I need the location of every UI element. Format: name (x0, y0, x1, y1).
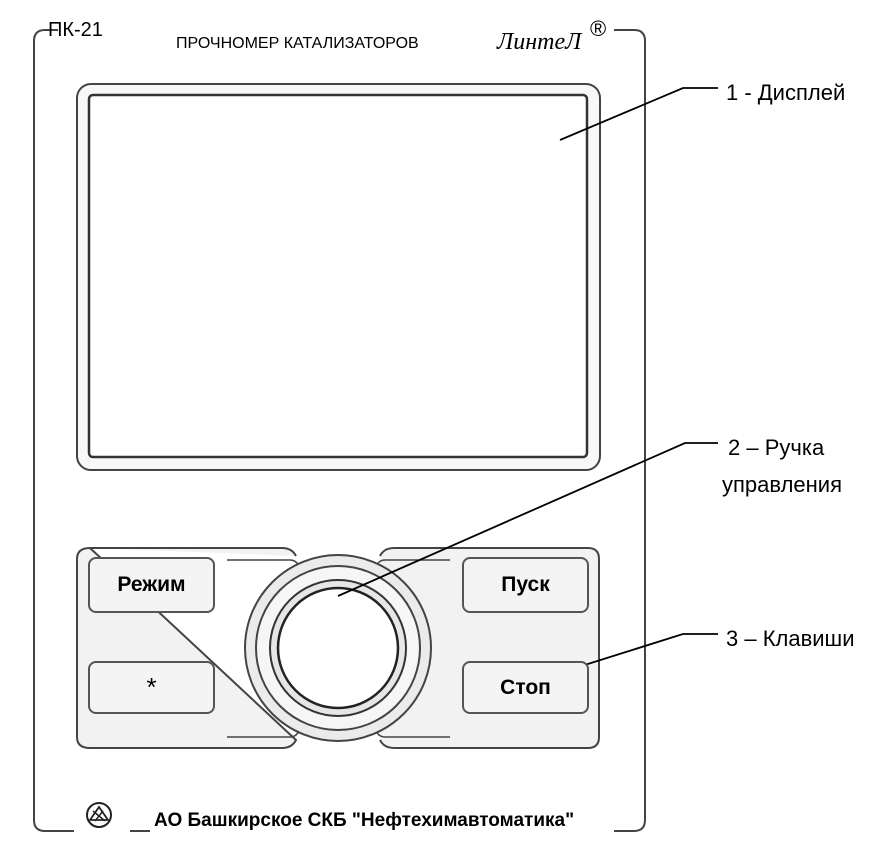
panel-frame (33, 29, 646, 832)
manufacturer-logo-icon (86, 802, 112, 828)
start-button[interactable]: Пуск (462, 557, 589, 613)
display-screen (87, 93, 589, 459)
model-label: ПК-21 (48, 19, 103, 41)
manufacturer-name: АО Башкирское СКБ "Нефтехимавтоматика" (154, 810, 575, 831)
control-knob (276, 586, 400, 710)
callout-knob-label-line1: 2 – Ручка (728, 435, 825, 460)
callout-line-knob (337, 442, 718, 597)
brand-logo: ЛинтеЛ (497, 29, 582, 55)
registered-mark: ® (590, 16, 607, 41)
callout-knob-label-line2: управления (722, 472, 842, 497)
stop-button[interactable]: Стоп (462, 661, 589, 714)
panel-divider-left-top (227, 559, 300, 567)
star-button[interactable]: * (88, 661, 215, 714)
callout-keys-label: 3 – Клавиши (726, 626, 855, 651)
callout-display-label: 1 - Дисплей (726, 80, 846, 105)
device-title: ПРОЧНОМЕР КАТАЛИЗАТОРОВ (176, 35, 419, 52)
mode-button[interactable]: Режим (88, 557, 215, 613)
callout-line-display (559, 87, 718, 141)
